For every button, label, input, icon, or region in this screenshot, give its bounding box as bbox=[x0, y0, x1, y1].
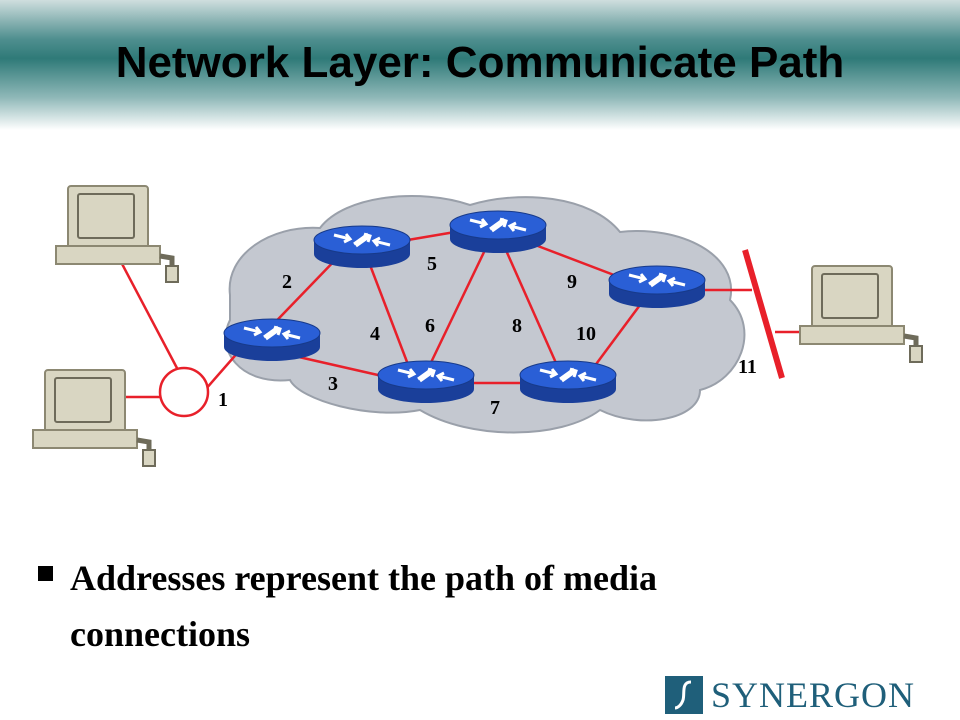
link-label-6: 6 bbox=[425, 315, 435, 337]
router-b bbox=[312, 224, 412, 270]
link-label-10: 10 bbox=[576, 323, 596, 345]
synergon-logo-mark bbox=[665, 676, 703, 714]
link-label-3: 3 bbox=[328, 373, 338, 395]
link-terminal-top bbox=[118, 259, 180, 371]
link-label-8: 8 bbox=[512, 315, 522, 337]
slide-title: Network Layer: Communicate Path bbox=[115, 38, 845, 87]
link-label-5: 5 bbox=[427, 253, 437, 275]
bullet-text: Addresses represent the path of media co… bbox=[70, 558, 657, 654]
synergon-logo-text: SYNERGON bbox=[711, 675, 916, 715]
link-label-9: 9 bbox=[567, 271, 577, 293]
synergon-logo: SYNERGON bbox=[665, 676, 955, 714]
link-label-7: 7 bbox=[490, 397, 500, 419]
hub-circle bbox=[158, 366, 210, 418]
link-label-2: 2 bbox=[282, 271, 292, 293]
terminal-bottom-left bbox=[33, 370, 155, 466]
link-label-11: 11 bbox=[738, 356, 757, 378]
bus-segment bbox=[742, 249, 785, 379]
router-f bbox=[518, 359, 618, 405]
title-band bbox=[0, 0, 960, 130]
router-c bbox=[448, 209, 548, 255]
link-hub-router-a bbox=[204, 349, 241, 391]
link-8 bbox=[503, 247, 562, 373]
router-d bbox=[607, 264, 707, 310]
bullet-marker bbox=[38, 566, 53, 581]
link-label-1: 1 bbox=[218, 389, 228, 411]
terminal-top-left bbox=[56, 186, 178, 282]
link-6 bbox=[423, 249, 487, 376]
link-4 bbox=[368, 264, 414, 376]
router-e bbox=[376, 359, 476, 405]
terminal-right bbox=[800, 266, 922, 362]
link-label-4: 4 bbox=[370, 323, 380, 345]
router-a bbox=[222, 317, 322, 363]
